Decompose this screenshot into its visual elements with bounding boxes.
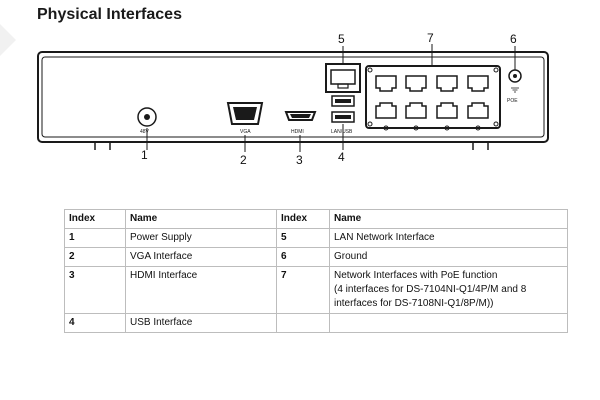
name-cell: VGA Interface — [125, 247, 277, 267]
callout-7: 7 — [427, 31, 434, 45]
poe-note-line-1: (4 interfaces for DS-7104NI-Q1/4P/M and … — [334, 284, 527, 295]
usb-port-icon — [331, 95, 355, 123]
table-header-row: Index Name Index Name — [64, 209, 568, 229]
callout-lines — [146, 44, 516, 152]
lan-port-icon — [325, 63, 361, 93]
page-title: Physical Interfaces — [37, 6, 182, 23]
callout-1: 1 — [141, 148, 148, 162]
poe-note-line-2: interfaces for DS-7108NI-Q1/8P/M)) — [334, 298, 494, 309]
vga-port-icon — [226, 102, 264, 125]
table-row: 3 HDMI Interface 7 Network Interfaces wi… — [64, 266, 568, 314]
ground-terminal-icon — [508, 69, 522, 93]
callout-2: 2 — [240, 153, 247, 167]
index-cell — [276, 313, 330, 333]
background-arrow-decoration — [0, 24, 16, 56]
poe-name-text: Network Interfaces with PoE function — [334, 270, 498, 281]
index-cell: 3 — [64, 266, 126, 314]
index-cell: 1 — [64, 228, 126, 248]
chassis — [37, 51, 549, 150]
name-cell: Network Interfaces with PoE function (4 … — [329, 266, 568, 314]
poe-label: POE — [507, 98, 518, 104]
index-cell: 7 — [276, 266, 330, 314]
header-index-right: Index — [276, 209, 330, 229]
index-cell: 5 — [276, 228, 330, 248]
header-name-right: Name — [329, 209, 568, 229]
header-index-left: Index — [64, 209, 126, 229]
index-cell: 2 — [64, 247, 126, 267]
interfaces-table: Index Name Index Name 1 Power Supply 5 L… — [64, 209, 568, 333]
callout-3: 3 — [296, 153, 303, 167]
callout-4: 4 — [338, 150, 345, 164]
nvr-rear-panel-diagram: 48V VGA HDMI LAN/USB — [37, 44, 549, 152]
hdmi-port-label: HDMI — [291, 129, 304, 135]
callout-6: 6 — [510, 32, 517, 46]
vga-port-label: VGA — [240, 129, 251, 135]
name-cell: Power Supply — [125, 228, 277, 248]
name-cell: Ground — [329, 247, 568, 267]
lan-usb-port-label: LAN/USB — [331, 129, 353, 135]
table-row: 1 Power Supply 5 LAN Network Interface — [64, 228, 568, 248]
poe-ports-icon — [365, 65, 501, 131]
name-cell: LAN Network Interface — [329, 228, 568, 248]
index-cell: 6 — [276, 247, 330, 267]
hdmi-port-icon — [284, 111, 317, 121]
callout-5: 5 — [338, 32, 345, 46]
name-cell: USB Interface — [125, 313, 277, 333]
name-cell: HDMI Interface — [125, 266, 277, 314]
power-port-label: 48V — [140, 129, 150, 135]
power-jack-icon — [137, 107, 157, 127]
table-row: 2 VGA Interface 6 Ground — [64, 247, 568, 267]
index-cell: 4 — [64, 313, 126, 333]
table-row: 4 USB Interface — [64, 313, 568, 333]
header-name-left: Name — [125, 209, 277, 229]
name-cell — [329, 313, 568, 333]
